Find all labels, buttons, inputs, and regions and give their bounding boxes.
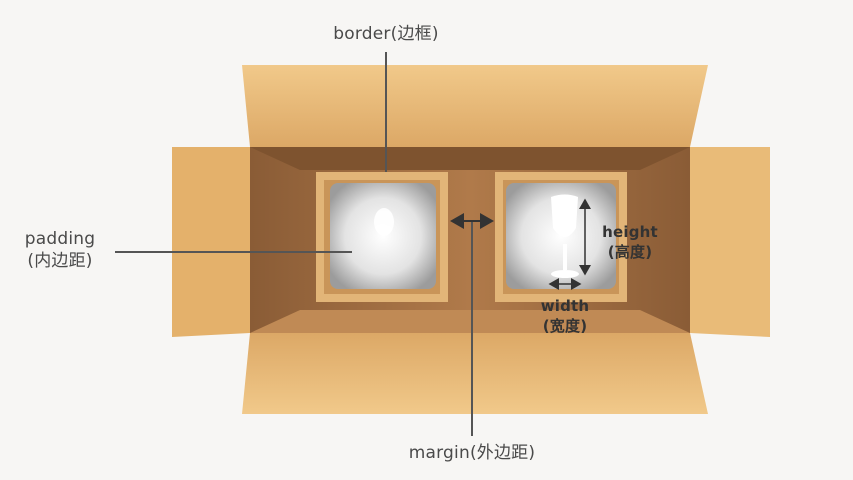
interior-back-wall: [250, 147, 690, 170]
width-label-line2: (宽度): [542, 317, 588, 335]
padding-label-line1: padding: [24, 229, 96, 249]
right-flap: [690, 147, 770, 337]
left-paper-padding: [330, 183, 436, 289]
left-compartment: [316, 172, 448, 302]
padding-label-line2: (内边距): [27, 251, 93, 271]
border-label: border(边框): [333, 24, 439, 44]
interior-front-wall: [250, 310, 690, 333]
width-label: width (宽度): [530, 296, 600, 336]
left-flap: [172, 147, 250, 337]
width-label-line1: width: [540, 297, 590, 315]
cardboard-box: [172, 65, 770, 414]
bottom-flap: [242, 333, 708, 414]
annotations: [115, 52, 591, 436]
left-glass-content: [374, 208, 394, 236]
top-flap: [242, 65, 708, 147]
wine-glass-content: [551, 194, 579, 278]
margin-label: margin(外边距): [408, 443, 536, 463]
height-label-line1: height: [602, 223, 658, 241]
padding-label: padding (内边距): [8, 228, 112, 272]
height-label: height (高度): [595, 222, 665, 262]
height-label-line2: (高度): [607, 243, 653, 261]
